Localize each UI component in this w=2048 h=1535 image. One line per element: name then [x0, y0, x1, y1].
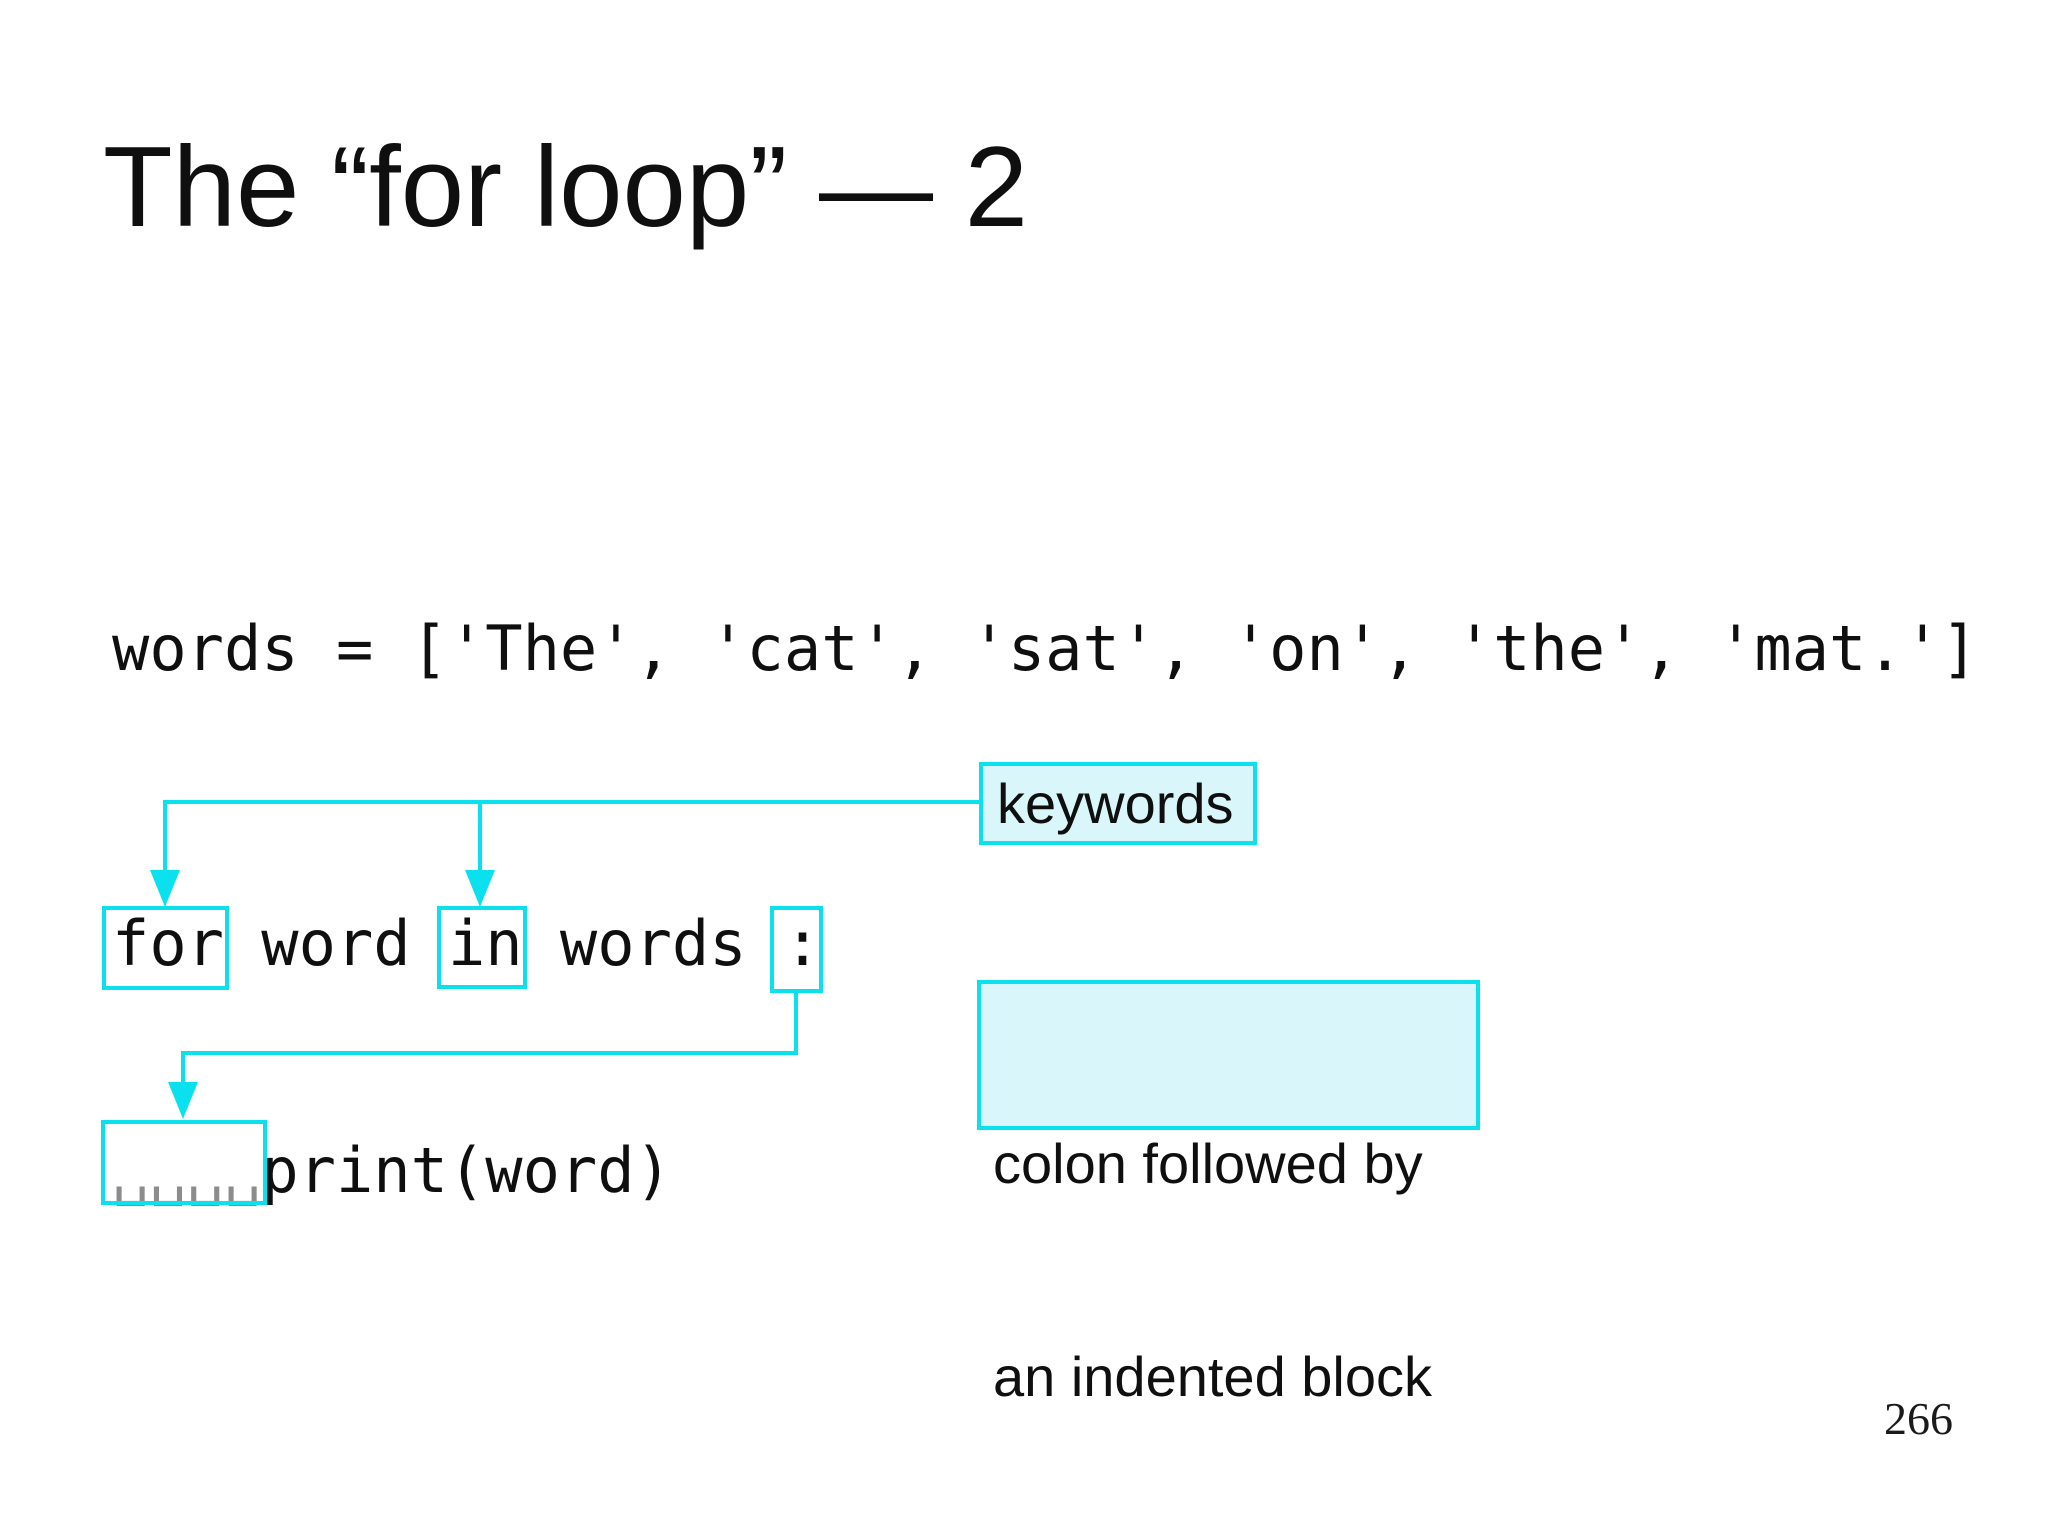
colon-note-callout: colon followed by an indented block	[977, 980, 1480, 1408]
colon-keyword-box	[770, 906, 823, 993]
print-statement: print(word)	[261, 1134, 672, 1207]
code-for-line: for word in words :	[112, 907, 822, 980]
arrow-down-icon	[168, 1082, 198, 1119]
indent-connector-horizontal-line	[181, 1051, 798, 1055]
indent-block-box	[101, 1120, 267, 1205]
code-print-line: ␣␣␣␣print(word)	[112, 1140, 672, 1202]
colon-note-line-2: an indented block	[993, 1345, 1433, 1408]
keywords-connector-horizontal-line	[163, 800, 981, 804]
keywords-callout: keywords	[979, 762, 1257, 845]
indent-marks: ␣␣␣␣	[112, 1134, 262, 1207]
slide-title: The “for loop” — 2	[103, 124, 1029, 251]
keywords-callout-label: keywords	[997, 772, 1234, 835]
in-connector-vertical-line	[478, 800, 482, 872]
code-assignment-line: words = ['The', 'cat', 'sat', 'on', 'the…	[112, 612, 1979, 685]
arrow-down-icon	[150, 870, 180, 907]
for-keyword-box	[102, 906, 229, 990]
in-keyword-box	[437, 906, 527, 989]
page-number: 266	[1884, 1393, 1953, 1444]
colon-connector-vertical-line	[794, 991, 798, 1055]
for-connector-vertical-line	[163, 800, 167, 872]
indent-connector-vertical-line	[181, 1051, 185, 1083]
arrow-down-icon	[465, 870, 495, 907]
colon-note-line-1: colon followed by	[993, 1132, 1423, 1195]
